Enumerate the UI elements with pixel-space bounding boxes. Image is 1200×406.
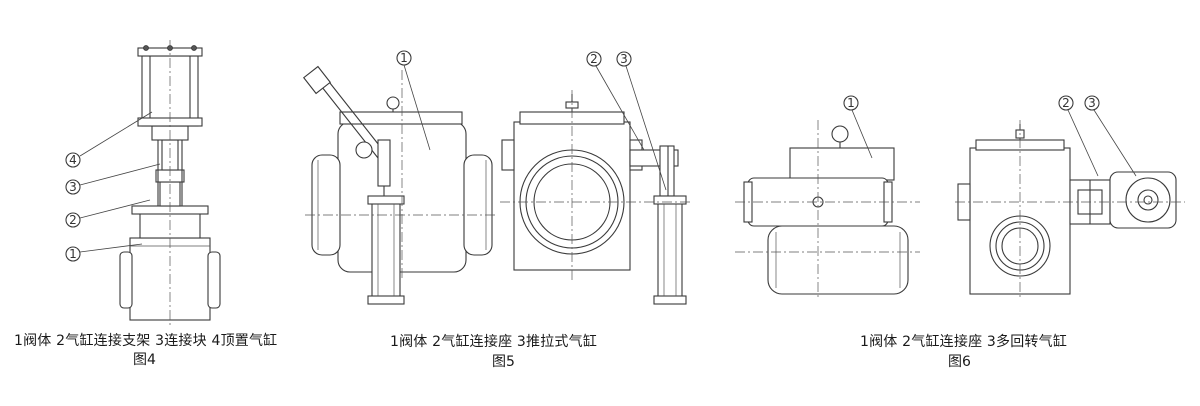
fig5-caption: 1阀体 2气缸连接座 3推拉式气缸 xyxy=(390,334,598,350)
fig6-valve-body xyxy=(767,225,909,295)
fig6-caption: 1阀体 2气缸连接座 3多回转气缸 xyxy=(860,334,1068,350)
fig4-callout-4: 4 xyxy=(69,153,77,167)
fig4-callout-3: 3 xyxy=(69,180,77,194)
fig5-callout-2: 2 xyxy=(590,52,598,66)
fig5-callout-1: 1 xyxy=(400,51,408,65)
fig5-push-pull-cylinder xyxy=(371,199,401,301)
figure-5-front-view: 2 3 xyxy=(500,51,690,305)
figure-5-side-view: 1 xyxy=(302,50,495,305)
fig4-callout-2: 2 xyxy=(69,213,77,227)
fig6-title: 图6 xyxy=(948,354,971,370)
figure-6-side-view: 1 xyxy=(735,95,920,300)
fig4-caption: 1阀体 2气缸连接支架 3连接块 4顶置气缸 xyxy=(14,333,278,349)
fig6-callout-3: 3 xyxy=(1088,96,1096,110)
fig6-callout-1: 1 xyxy=(847,96,855,110)
fig6-callout-2: 2 xyxy=(1062,96,1070,110)
fig4-title: 图4 xyxy=(133,352,156,368)
fig5-callout-3: 3 xyxy=(620,52,628,66)
fig5-title: 图5 xyxy=(492,354,515,370)
fig4-callout-1: 1 xyxy=(69,247,77,261)
figure-4-drawing: 4 3 2 1 xyxy=(65,40,221,325)
figure-6-front-view: 2 3 xyxy=(955,95,1185,300)
